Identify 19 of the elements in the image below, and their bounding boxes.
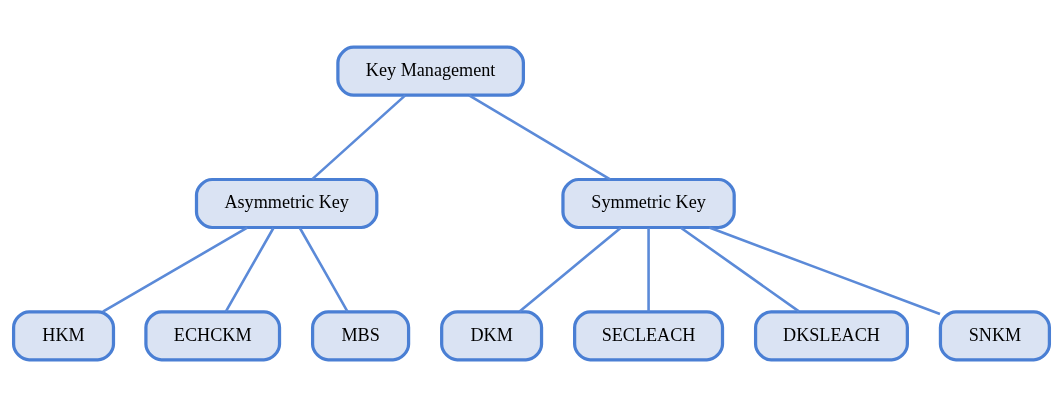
connector (518, 226, 622, 313)
node-box: SNKM (938, 310, 1051, 362)
connector (680, 226, 800, 313)
connector (647, 228, 650, 312)
connector (224, 227, 275, 313)
node-box: Symmetric Key (561, 177, 736, 230)
connector (468, 94, 611, 181)
node-box: SECLEACH (573, 310, 725, 362)
node-box: Asymmetric Key (194, 177, 379, 230)
connector (708, 226, 941, 316)
node-box: ECHCKM (144, 310, 282, 362)
node-box: DKSLEACH (753, 310, 909, 362)
node-box: Key Management (336, 45, 525, 97)
connector (102, 226, 248, 313)
connector (298, 227, 349, 313)
node-box: HKM (12, 310, 116, 362)
node-box: MBS (311, 310, 411, 362)
node-box: DKM (440, 310, 544, 362)
connector (311, 94, 407, 181)
